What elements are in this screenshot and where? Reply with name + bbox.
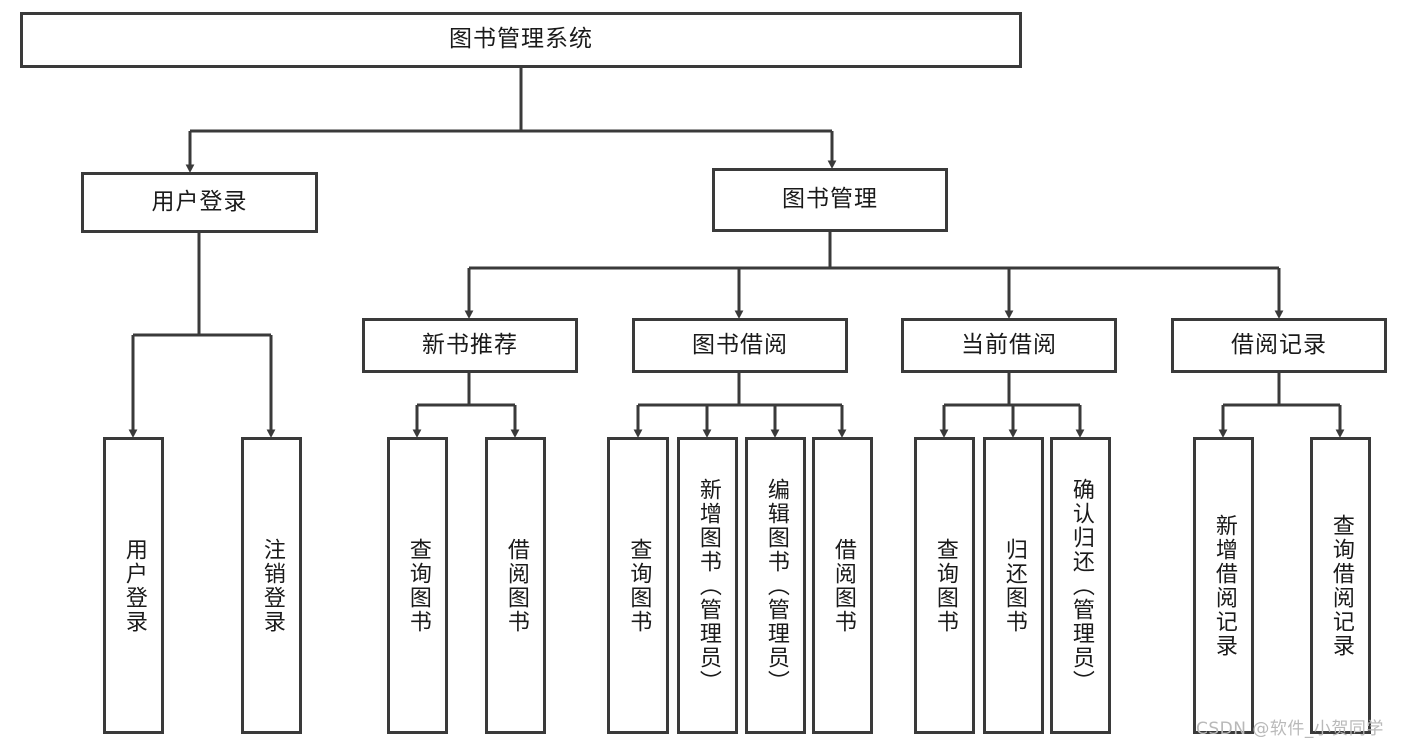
- leaf-user-login-label: 用户登录: [121, 537, 147, 634]
- node-root[interactable]: 图书管理系统: [20, 12, 1022, 68]
- leaf-user-login[interactable]: 用户登录: [103, 437, 164, 734]
- leaf-logout-login-label: 注销登录: [259, 537, 285, 634]
- node-user-login[interactable]: 用户登录: [81, 172, 318, 233]
- node-current-borrow-label: 当前借阅: [961, 331, 1057, 358]
- leaf-query-book-2-label: 查询图书: [626, 537, 652, 634]
- leaf-add-borrow-record[interactable]: 新增借阅记录: [1193, 437, 1254, 734]
- leaf-add-book-admin[interactable]: 新增图书（管理员）: [677, 437, 738, 734]
- leaf-borrow-book-2-label: 借阅图书: [830, 537, 856, 634]
- node-book-borrow-label: 图书借阅: [692, 331, 788, 358]
- leaf-return-book[interactable]: 归还图书: [983, 437, 1044, 734]
- leaf-query-borrow-record-label: 查询借阅记录: [1328, 513, 1354, 658]
- leaf-borrow-book-2[interactable]: 借阅图书: [812, 437, 873, 734]
- leaf-query-book-1[interactable]: 查询图书: [387, 437, 448, 734]
- leaf-query-book-3-label: 查询图书: [932, 537, 958, 634]
- leaf-query-book-2[interactable]: 查询图书: [607, 437, 669, 734]
- leaf-logout-login[interactable]: 注销登录: [241, 437, 302, 734]
- leaf-borrow-book-1-label: 借阅图书: [503, 537, 529, 634]
- node-borrow-record[interactable]: 借阅记录: [1171, 318, 1387, 373]
- leaf-query-book-3[interactable]: 查询图书: [914, 437, 975, 734]
- node-book-manage-label: 图书管理: [782, 186, 878, 213]
- node-user-login-label: 用户登录: [151, 188, 248, 215]
- node-borrow-record-label: 借阅记录: [1231, 331, 1327, 358]
- node-new-book-recommend-label: 新书推荐: [422, 331, 518, 358]
- leaf-add-borrow-record-label: 新增借阅记录: [1211, 513, 1237, 658]
- leaf-query-borrow-record[interactable]: 查询借阅记录: [1310, 437, 1371, 734]
- leaf-borrow-book-1[interactable]: 借阅图书: [485, 437, 546, 734]
- node-root-label: 图书管理系统: [449, 26, 593, 53]
- leaf-add-book-admin-label: 新增图书（管理员）: [695, 477, 721, 694]
- leaf-confirm-return-admin-label: 确认归还（管理员）: [1068, 477, 1094, 694]
- leaf-query-book-1-label: 查询图书: [405, 537, 431, 634]
- node-book-borrow[interactable]: 图书借阅: [632, 318, 848, 373]
- leaf-return-book-label: 归还图书: [1001, 537, 1027, 634]
- node-book-manage[interactable]: 图书管理: [712, 168, 948, 232]
- leaf-edit-book-admin-label: 编辑图书（管理员）: [763, 477, 789, 694]
- leaf-edit-book-admin[interactable]: 编辑图书（管理员）: [745, 437, 806, 734]
- node-current-borrow[interactable]: 当前借阅: [901, 318, 1117, 373]
- leaf-confirm-return-admin[interactable]: 确认归还（管理员）: [1050, 437, 1111, 734]
- watermark: CSDN @软件_小贺同学: [1196, 719, 1384, 739]
- node-new-book-recommend[interactable]: 新书推荐: [362, 318, 578, 373]
